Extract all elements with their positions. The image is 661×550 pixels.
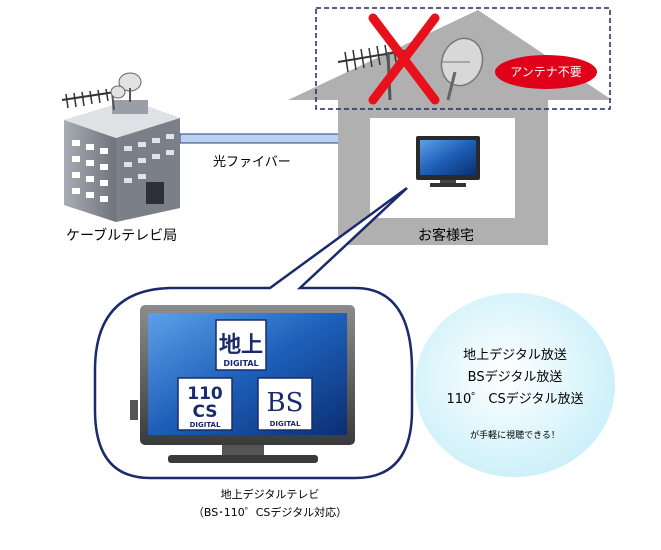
bubble-text: 地上デジタル放送 BSデジタル放送 110゜ CSデジタル放送: [430, 345, 600, 411]
home-label: お客様宅: [418, 228, 474, 244]
satellite-dish-icon: [440, 37, 484, 101]
fiber-label: 光ファイバー: [213, 155, 291, 170]
cs-logo-top: 110: [187, 384, 223, 404]
station-label: ケーブルテレビ局: [66, 228, 178, 244]
bubble-note: が手軽に視聴できる！: [470, 431, 560, 441]
station-antenna-icon: [61, 88, 116, 111]
cs-logo-bottom: CS: [192, 402, 217, 422]
no-antenna-label: アンテナ不要: [510, 65, 582, 79]
bs-digital-logo: [257, 377, 313, 431]
terrestrial-digital-logo: [215, 319, 267, 371]
cable-tv-station-building: [64, 100, 180, 222]
terrestrial-logo-sub: DIGITAL: [223, 359, 258, 368]
bubble-line2: BSデジタル放送: [467, 370, 563, 385]
info-bubble: [415, 293, 615, 477]
terrestrial-logo-text: 地上: [219, 333, 263, 358]
tv-caption-line2: （BS･110゜CSデジタル対応）: [192, 506, 348, 519]
home-tv-icon: [416, 136, 480, 187]
cs-digital-logo: [177, 377, 233, 431]
fiber-optic-line: [179, 133, 345, 144]
station-dish-icon: [110, 72, 142, 102]
tv-caption: 地上デジタルテレビ （BS･110゜CSデジタル対応）: [120, 486, 420, 522]
no-antenna-badge: [495, 55, 597, 89]
bs-logo-text: BS: [267, 388, 304, 418]
bs-logo-sub: DIGITAL: [270, 420, 301, 428]
tv-caption-line1: 地上デジタルテレビ: [220, 488, 320, 501]
cs-logo-sub: DIGITAL: [190, 421, 221, 429]
cross-mark-icon: [368, 13, 440, 105]
bubble-line3: 110゜ CSデジタル放送: [446, 392, 584, 407]
no-antenna-frame: [315, 7, 611, 110]
bubble-line1: 地上デジタル放送: [463, 348, 567, 363]
